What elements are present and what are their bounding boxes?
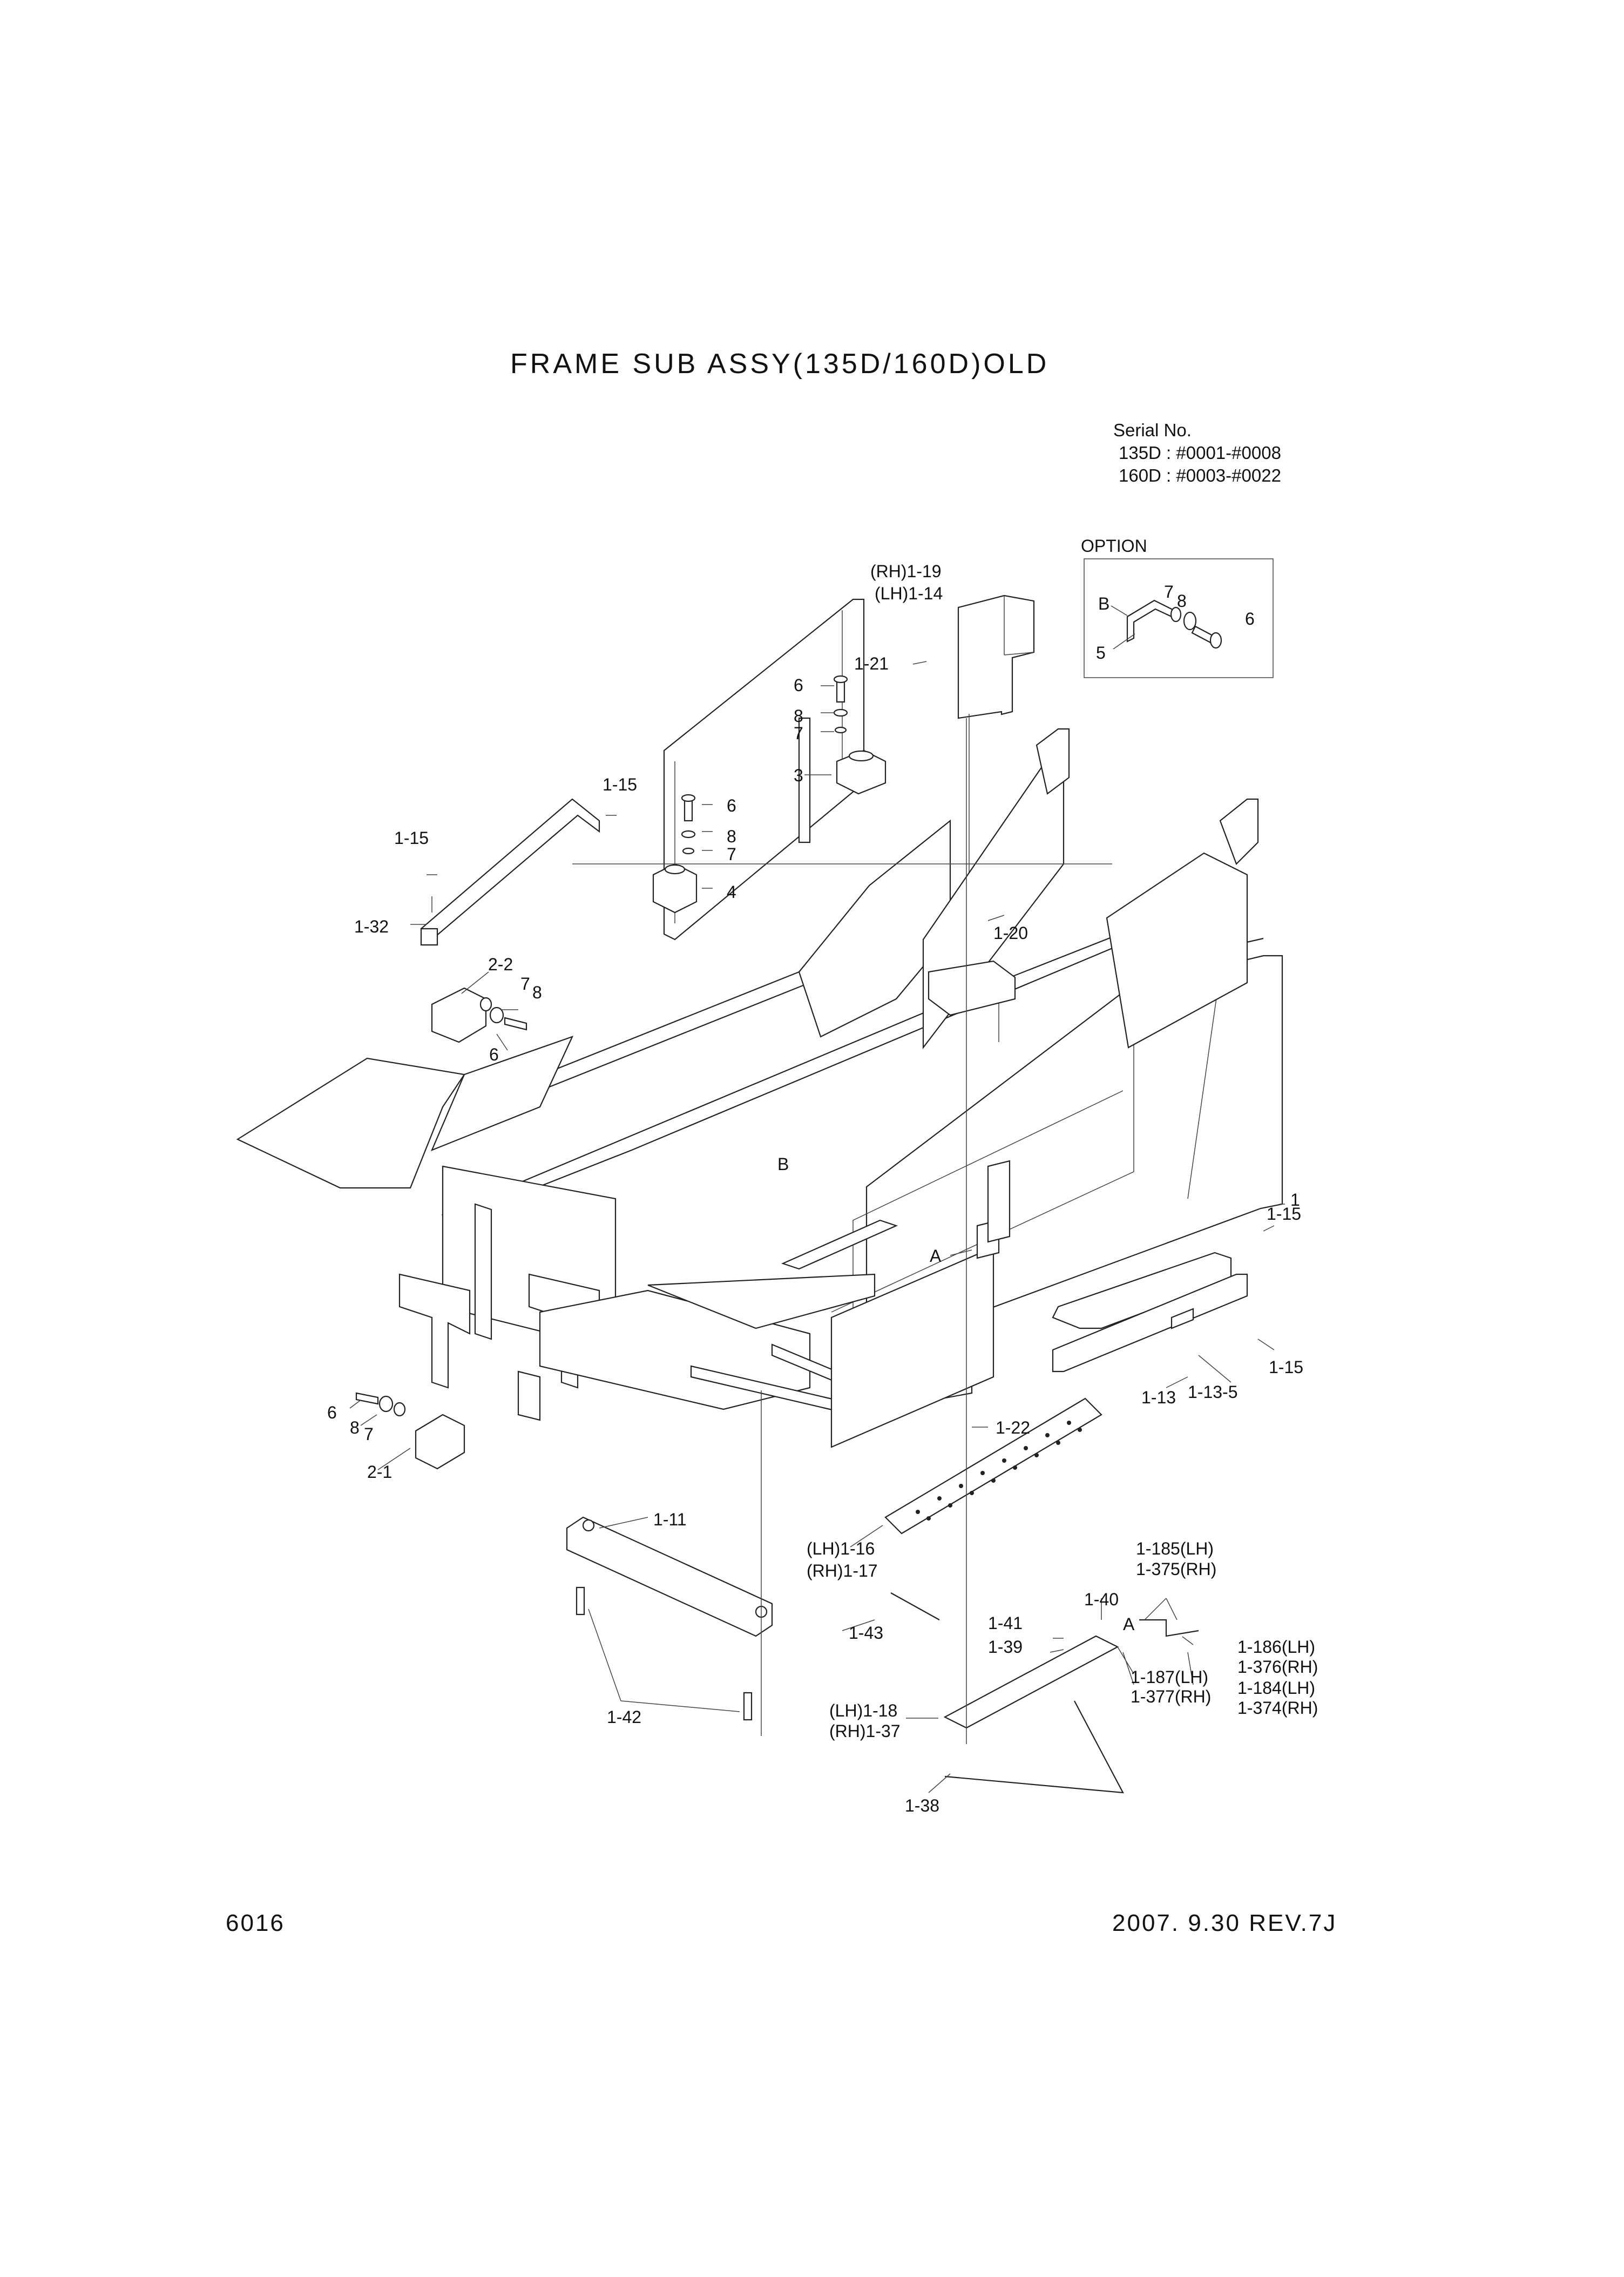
- rear-bar-1-13: [1052, 1273, 1248, 1373]
- callout-1-15-d: 1-15: [1269, 1357, 1304, 1377]
- option-detail-box: [1084, 558, 1274, 678]
- callout-4: 4: [727, 882, 736, 902]
- serial-line-135d: 135D : #0001-#0008: [1119, 443, 1281, 463]
- mount-bracket-4: [652, 863, 698, 914]
- callout-1-185: 1-185(LH): [1136, 1539, 1214, 1558]
- perforated-step-top: [781, 1219, 898, 1270]
- center-frame: [441, 598, 1259, 1258]
- callout-1-184: 1-184(LH): [1237, 1678, 1316, 1698]
- callout-1-13: 1-13: [1141, 1388, 1176, 1407]
- callout-opt-5: 5: [1096, 643, 1106, 663]
- callout-7-low: 7: [364, 1424, 374, 1444]
- callout-lh-1-18: (LH)1-18: [829, 1701, 898, 1720]
- callout-6-left: 6: [489, 1045, 499, 1064]
- callout-1-187: 1-187(LH): [1131, 1667, 1209, 1687]
- callout-1-21: 1-21: [854, 654, 889, 673]
- callout-1-186: 1-186(LH): [1237, 1637, 1316, 1657]
- callout-8-left: 8: [532, 983, 542, 1002]
- callout-a: A: [930, 1246, 942, 1266]
- bracket-1-32: [420, 798, 600, 946]
- serial-heading: Serial No.: [1113, 420, 1192, 440]
- callout-rh-1-17: (RH)1-17: [807, 1561, 878, 1580]
- callout-8-top: 8: [794, 706, 803, 726]
- left-deck-plate: [236, 1036, 574, 1189]
- callout-rh-1-19: (RH)1-19: [870, 562, 942, 581]
- serial-number-block: Serial No. 135D : #0001-#0008 160D : #00…: [1113, 419, 1281, 487]
- plate-1-18: [943, 1635, 1119, 1729]
- callout-opt-7: 7: [1164, 582, 1174, 602]
- rod-1-43: [890, 1592, 940, 1620]
- callout-8-low: 8: [350, 1418, 360, 1437]
- callout-6-mid: 6: [727, 796, 736, 815]
- callout-1-38: 1-38: [905, 1796, 940, 1815]
- serial-line-160d: 160D : #0003-#0022: [1119, 465, 1281, 485]
- plate-1-11: [566, 1516, 773, 1637]
- page-number: 6016: [226, 1910, 285, 1936]
- leader-lines: [349, 661, 1285, 1793]
- bolts-1-42: [576, 1586, 753, 1721]
- callout-opt-8: 8: [1177, 591, 1187, 611]
- callout-1-376: 1-376(RH): [1237, 1657, 1318, 1677]
- mount-bracket-3: [836, 749, 887, 795]
- callout-3: 3: [794, 766, 803, 785]
- callout-rh-1-37: (RH)1-37: [829, 1721, 901, 1741]
- callout-b: B: [777, 1154, 789, 1174]
- callout-7-top: 7: [794, 724, 803, 743]
- callout-lh-1-16: (LH)1-16: [807, 1539, 875, 1558]
- callout-7-left: 7: [520, 974, 530, 994]
- callout-opt-6: 6: [1245, 609, 1255, 629]
- rod-1-38: [944, 1700, 1124, 1794]
- date-revision: 2007. 9.30 REV.7J: [1112, 1910, 1337, 1936]
- callout-a-low: A: [1123, 1614, 1135, 1634]
- callout-1-20: 1-20: [993, 923, 1028, 943]
- callout-1-15-b: 1-15: [394, 828, 429, 848]
- page-title: FRAME SUB ASSY(135D/160D)OLD: [510, 348, 1050, 380]
- bracket-2-1: [355, 1392, 465, 1470]
- perforated-step-1-16: [884, 1397, 1102, 1535]
- callout-1-13-5: 1-13-5: [1188, 1382, 1238, 1402]
- callout-lh-1-14: (LH)1-14: [875, 584, 943, 603]
- callout-1-22: 1-22: [996, 1418, 1031, 1437]
- callout-1-15-a: 1-15: [603, 775, 638, 794]
- callout-opt-b: B: [1098, 594, 1110, 613]
- callout-7-mid: 7: [727, 844, 736, 864]
- bolt-stack-top: [833, 675, 848, 734]
- callout-6-low: 6: [327, 1403, 337, 1422]
- callout-1-43: 1-43: [849, 1623, 884, 1643]
- callout-1-377: 1-377(RH): [1131, 1687, 1212, 1706]
- callout-1-375: 1-375(RH): [1136, 1559, 1217, 1579]
- callout-1-40: 1-40: [1084, 1590, 1119, 1609]
- callout-8-mid: 8: [727, 827, 736, 846]
- handle-1-185: [1139, 1619, 1199, 1637]
- option-label: OPTION: [1081, 536, 1147, 556]
- callout-1-374: 1-374(RH): [1237, 1698, 1318, 1718]
- battery-box: [830, 1160, 1011, 1448]
- callout-2-1: 2-1: [367, 1462, 393, 1482]
- callout-1-42: 1-42: [607, 1707, 642, 1727]
- callout-1-11: 1-11: [653, 1510, 687, 1529]
- callout-2-2: 2-2: [488, 955, 513, 974]
- callout-6-top: 6: [794, 675, 803, 695]
- bolt-stack-mid: [681, 794, 696, 855]
- callout-1-39: 1-39: [988, 1637, 1023, 1657]
- bracket-2-2: [431, 987, 527, 1043]
- callout-1-32: 1-32: [354, 917, 389, 936]
- callout-1: 1: [1290, 1190, 1300, 1210]
- callout-1-41: 1-41: [988, 1613, 1023, 1633]
- callout-1-15-c: 1-15: [1267, 1204, 1302, 1224]
